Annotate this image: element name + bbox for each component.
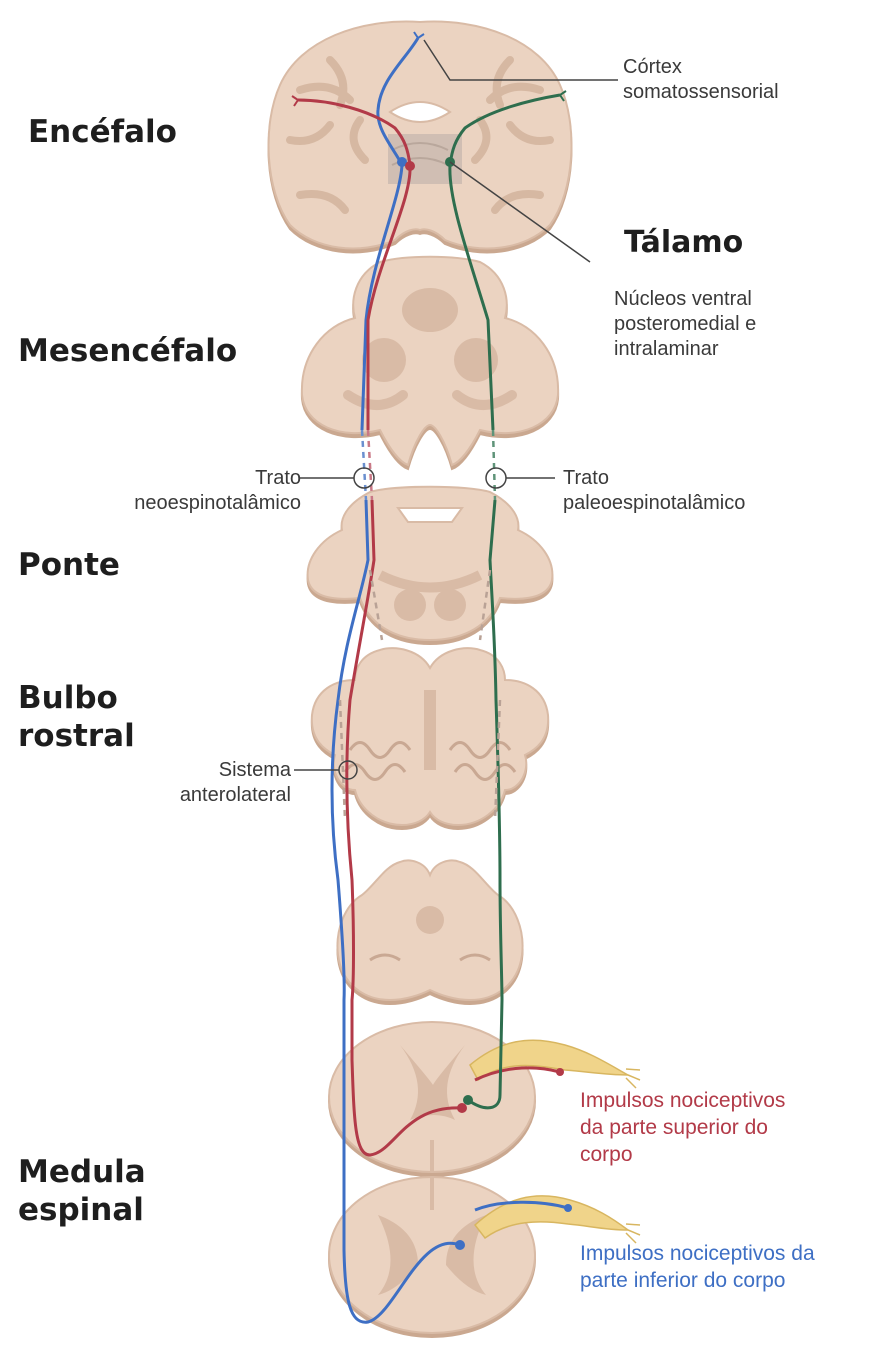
label-upper-body-impulses: Impulsos nociceptivos da parte superior … [580,1087,785,1168]
caudal-medulla-section [337,861,522,1000]
label-paleo-tract: Trato paleoespinotalâmico [563,466,745,516]
spinal-cord-lower-section [329,1177,535,1333]
label-upper-line1: Impulsos nociceptivos [580,1087,785,1114]
label-nucleos-line3: intralaminar [614,337,756,362]
label-paleo-line1: Trato [563,466,745,491]
label-sistema-line1: Sistema [180,758,291,783]
pons-section [308,487,553,640]
label-nucleos-line1: Núcleos ventral [614,287,756,312]
label-neo-line2: neoespinotalâmico [134,491,301,516]
label-upper-line2: da parte superior do [580,1114,785,1141]
label-nucleos: Núcleos ventral posteromedial e intralam… [614,287,756,362]
region-encefalo: Encéfalo [28,113,177,151]
region-bulbo-rostral: Bulbo rostral [18,679,135,755]
region-bulbo-line1: Bulbo [18,679,135,717]
region-ponte: Ponte [18,546,120,584]
midbrain-section [302,257,558,465]
label-sistema-line2: anterolateral [180,783,291,808]
label-cortex-line1: Córtex [623,55,779,80]
label-talamo: Tálamo [624,230,743,255]
region-bulbo-line2: rostral [18,717,135,755]
region-mesencefalo: Mesencéfalo [18,332,237,370]
label-neo-line1: Trato [134,466,301,491]
label-cortex: Córtex somatossensorial [623,55,779,105]
label-lower-line2: parte inferior do corpo [580,1267,815,1294]
label-paleo-line2: paleoespinotalâmico [563,491,745,516]
label-sistema-anterolateral: Sistema anterolateral [180,758,291,808]
label-lower-line1: Impulsos nociceptivos da [580,1240,815,1267]
label-cortex-line2: somatossensorial [623,80,779,105]
region-medula-line1: Medula [18,1153,146,1191]
label-nucleos-line2: posteromedial e [614,312,756,337]
brain-coronal-section [269,22,572,249]
label-neo-tract: Trato neoespinotalâmico [134,466,301,516]
region-medula-espinal: Medula espinal [18,1153,146,1229]
label-lower-body-impulses: Impulsos nociceptivos da parte inferior … [580,1240,815,1294]
region-medula-line2: espinal [18,1191,146,1229]
label-upper-line3: corpo [580,1141,785,1168]
